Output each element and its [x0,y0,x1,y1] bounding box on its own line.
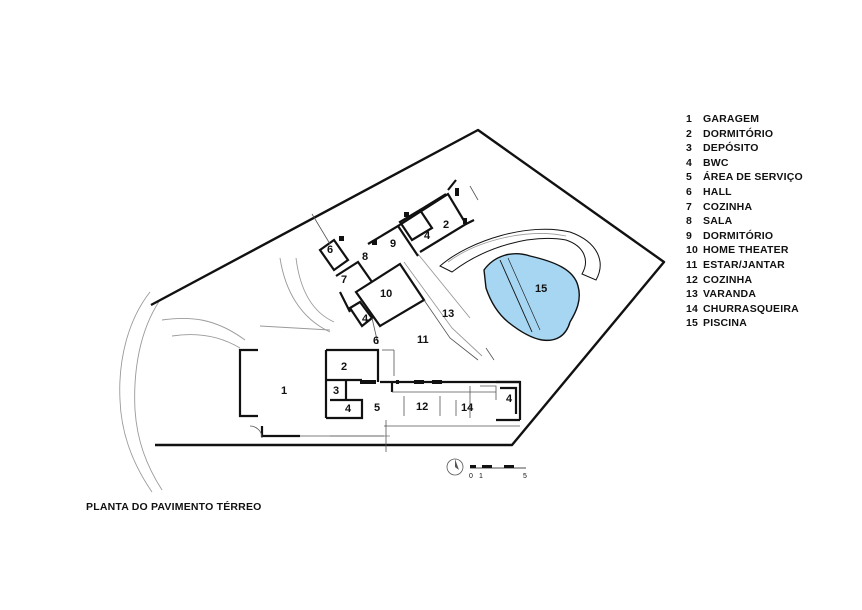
legend-number: 8 [686,215,693,228]
legend-label: COZINHA [703,200,753,213]
pool-deck-wall [439,228,601,281]
room-label: 15 [535,283,547,295]
pool-lane-line-2 [507,257,541,331]
legend-item: 15 PISCINA [686,316,803,331]
room-label: 4 [362,313,369,325]
scale-tick: 5 [523,473,527,480]
legend-number: 1 [686,113,693,125]
room-label: 9 [390,238,396,250]
legend-label: BWC [703,156,729,169]
pool-lane-line [499,259,533,333]
room-labels: 1 2 3 4 5 6 7 8 9 10 11 12 13 14 15 2 4 … [281,219,547,415]
legend-item: 1 GARAGEM [686,112,803,127]
legend-number: 2 [686,127,693,140]
legend-item: 8 SALA [686,214,803,229]
legend-label: HALL [703,185,732,198]
legend-number: 3 [686,142,693,155]
pool-deck-inner [447,233,567,263]
structural-elements [339,188,467,384]
room-label: 12 [416,401,428,413]
legend-item: 12 COZINHA [686,273,803,288]
legend-item: 14 CHURRASQUEIRA [686,302,803,317]
room-label: 6 [373,335,379,347]
legend-number: 14 [686,302,699,315]
legend-label: PISCINA [703,317,747,330]
legend-number: 6 [686,185,693,198]
scale-bar: 0 1 5 [469,465,527,480]
legend-label: CHURRASQUEIRA [703,302,799,315]
room-label: 2 [443,219,449,231]
legend-item: 10 HOME THEATER [686,243,803,258]
north-symbol [446,458,464,476]
plan-title: PLANTA DO PAVIMENTO TÉRREO [86,501,262,513]
legend-number: 9 [686,229,693,242]
legend-item: 7 COZINHA [686,200,803,215]
legend-item: 13 VARANDA [686,287,803,302]
legend-label: ESTAR/JANTAR [703,258,785,271]
legend-number: 13 [686,288,699,301]
scale-tick: 0 [469,473,473,480]
legend-item: 3 DEPÓSITO [686,141,803,156]
legend-label: VARANDA [703,288,757,301]
legend-label: DEPÓSITO [703,142,759,155]
legend-number: 11 [686,258,698,271]
legend-item: 6 HALL [686,185,803,200]
garage-door-swing [249,425,263,439]
room-label: 1 [281,385,287,397]
legend-number: 7 [686,200,693,213]
site-boundary [150,128,666,447]
legend-label: SALA [703,215,733,228]
room-label: 2 [341,361,347,373]
legend-label: DORMITÓRIO [703,127,774,140]
legend-item: 2 DORMITÓRIO [686,127,803,142]
legend-number: 5 [686,171,693,184]
legend-item: 4 BWC [686,156,803,171]
legend-label: DORMITÓRIO [703,229,774,242]
legend-label: GARAGEM [703,113,760,125]
room-label: 4 [345,403,352,415]
legend-label: ÁREA DE SERVIÇO [703,171,803,184]
legend-number: 4 [686,156,693,169]
legend-label: COZINHA [703,273,753,286]
room-label: 8 [362,251,368,263]
room-label: 7 [341,274,347,286]
legend-item: 11 ESTAR/JANTAR [686,258,803,273]
room-label: 11 [417,334,429,346]
legend-number: 10 [686,244,699,257]
site-curves [119,253,483,493]
room-label: 14 [461,402,474,414]
legend-item: 9 DORMITÓRIO [686,229,803,244]
room-label: 6 [327,244,333,256]
legend-number: 12 [686,273,699,286]
room-label: 5 [374,402,380,414]
legend-number: 15 [686,317,699,330]
room-label: 4 [424,230,431,242]
building-walls [238,179,522,438]
room-label: 3 [333,385,339,397]
interior-lines [300,185,520,452]
legend-item: 5 ÁREA DE SERVIÇO [686,170,803,185]
room-label: 10 [380,288,392,300]
legend-label: HOME THEATER [703,244,789,257]
room-label: 4 [506,393,513,405]
pool [483,252,580,342]
room-label: 13 [442,308,454,320]
scale-tick: 1 [479,473,483,480]
